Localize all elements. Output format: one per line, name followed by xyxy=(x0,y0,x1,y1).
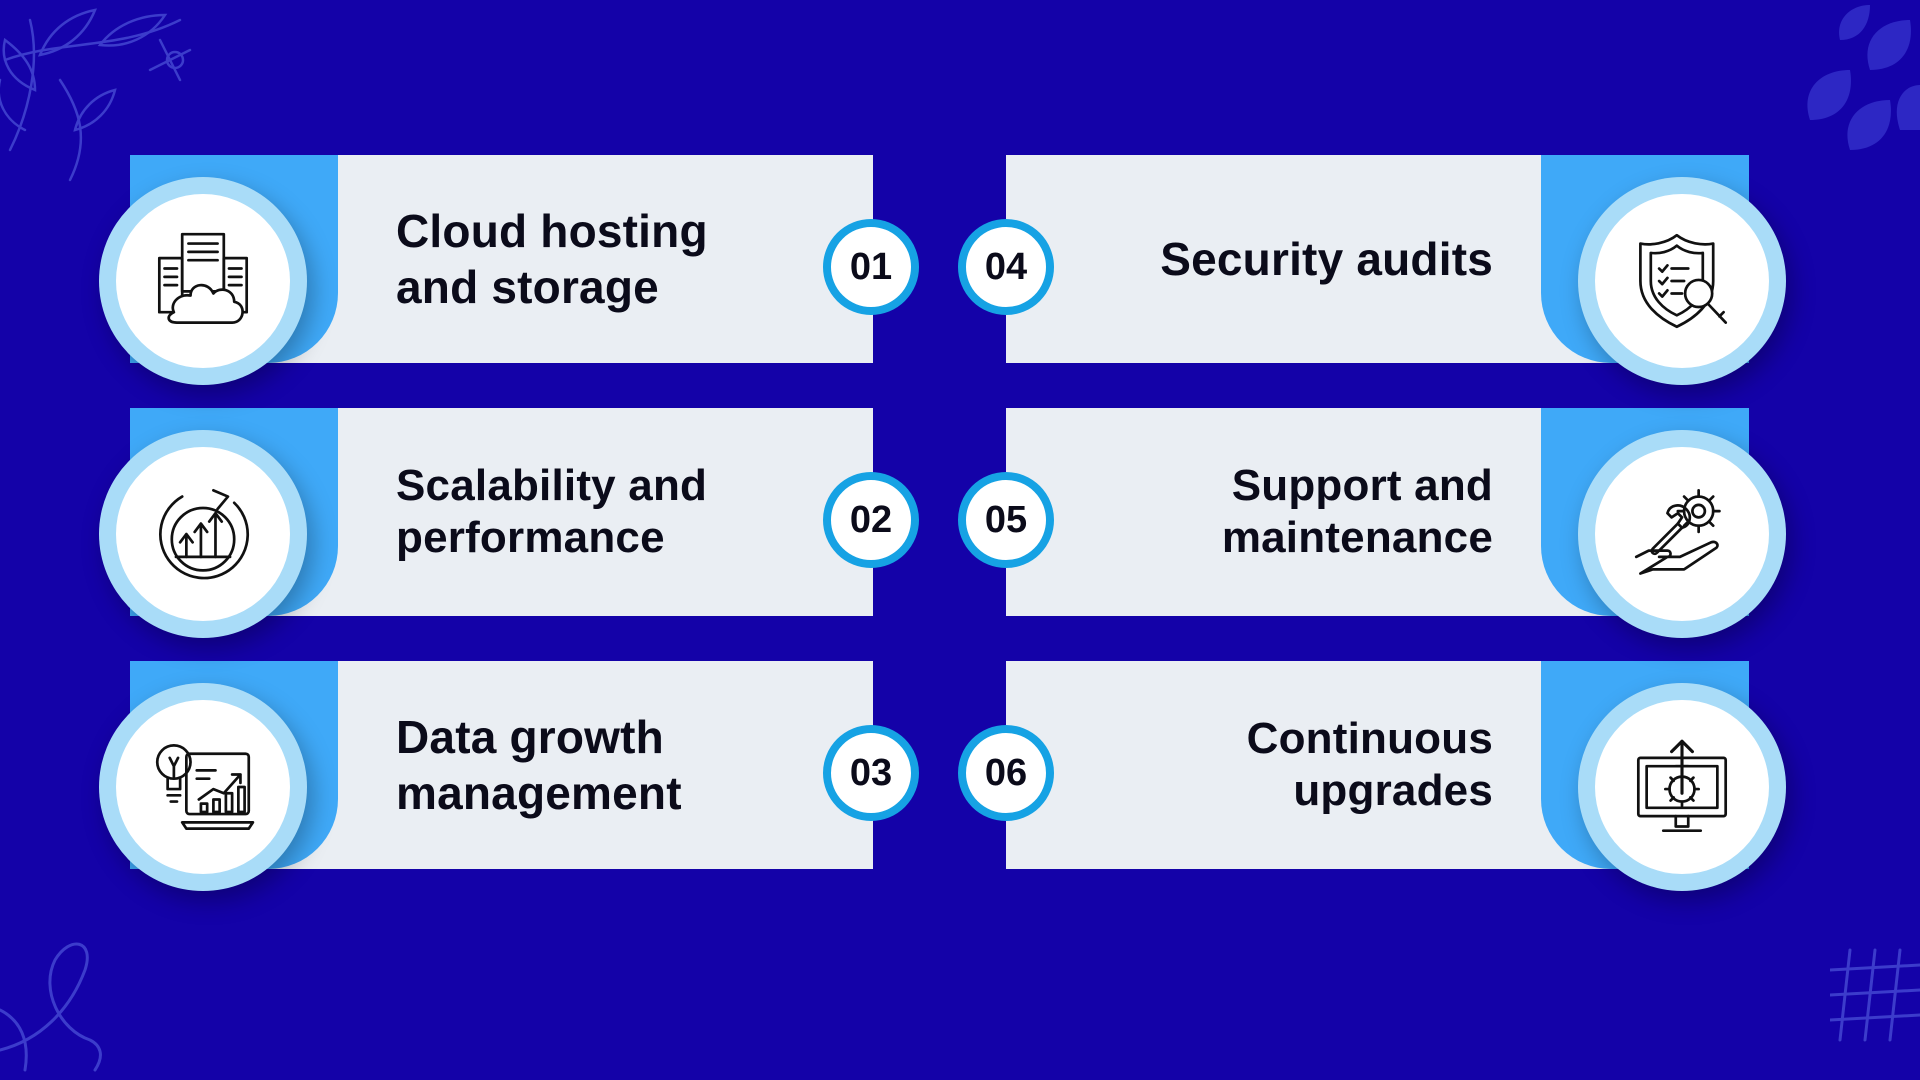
card-title-line: Cloud hosting xyxy=(396,205,708,257)
card-title-line: performance xyxy=(396,513,665,562)
card-title-line: maintenance xyxy=(1221,513,1493,562)
squiggle-decoration-icon xyxy=(0,942,102,1072)
step-number-badge: 04 xyxy=(958,219,1054,315)
growth-arrows-icon xyxy=(159,488,249,580)
icon-circle xyxy=(1578,683,1786,891)
card-title-line: and storage xyxy=(396,261,659,313)
step-number-badge: 05 xyxy=(958,472,1054,568)
step-number-badge: 02 xyxy=(823,472,919,568)
icon-circle xyxy=(1578,430,1786,638)
monitor-upgrade-icon xyxy=(1636,739,1728,833)
card-title-line: Security audits xyxy=(1160,233,1493,285)
icon-circle xyxy=(99,177,307,385)
step-number-badge: 06 xyxy=(958,725,1054,821)
leaf-decoration-icon xyxy=(0,8,192,182)
cloud-server-icon xyxy=(157,232,249,324)
card-title-line: upgrades xyxy=(1293,766,1493,815)
card-title-line: Continuous xyxy=(1246,714,1493,763)
card-title-line: management xyxy=(396,767,682,819)
card-title: Security audits xyxy=(1096,155,1493,363)
step-number-badge: 01 xyxy=(823,219,919,315)
card-title-line: Support and xyxy=(1231,461,1493,510)
icon-circle xyxy=(99,430,307,638)
card-title-line: Data growth xyxy=(396,711,664,763)
grid-decoration-icon xyxy=(1830,948,1920,1042)
icon-circle xyxy=(99,683,307,891)
hand-wrench-gear-icon xyxy=(1634,488,1721,575)
card-title-line: Scalability and xyxy=(396,461,708,510)
step-number-badge: 03 xyxy=(823,725,919,821)
icon-circle xyxy=(1578,177,1786,385)
data-analytics-icon xyxy=(155,744,255,830)
leaf-decoration-icon xyxy=(1807,5,1920,150)
shield-search-icon xyxy=(1639,233,1728,329)
